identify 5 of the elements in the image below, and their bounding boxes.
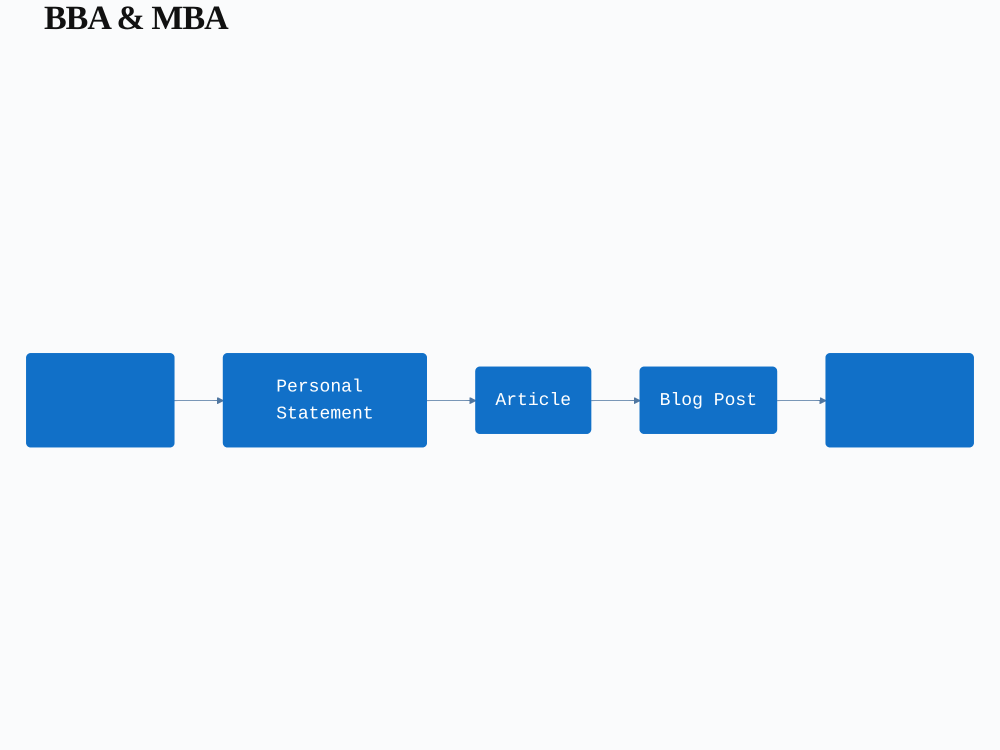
arrow [174, 396, 224, 404]
arrow [590, 396, 641, 404]
title: BBA & MBA [44, 0, 228, 38]
arrow [776, 396, 827, 404]
arrow [426, 396, 476, 404]
